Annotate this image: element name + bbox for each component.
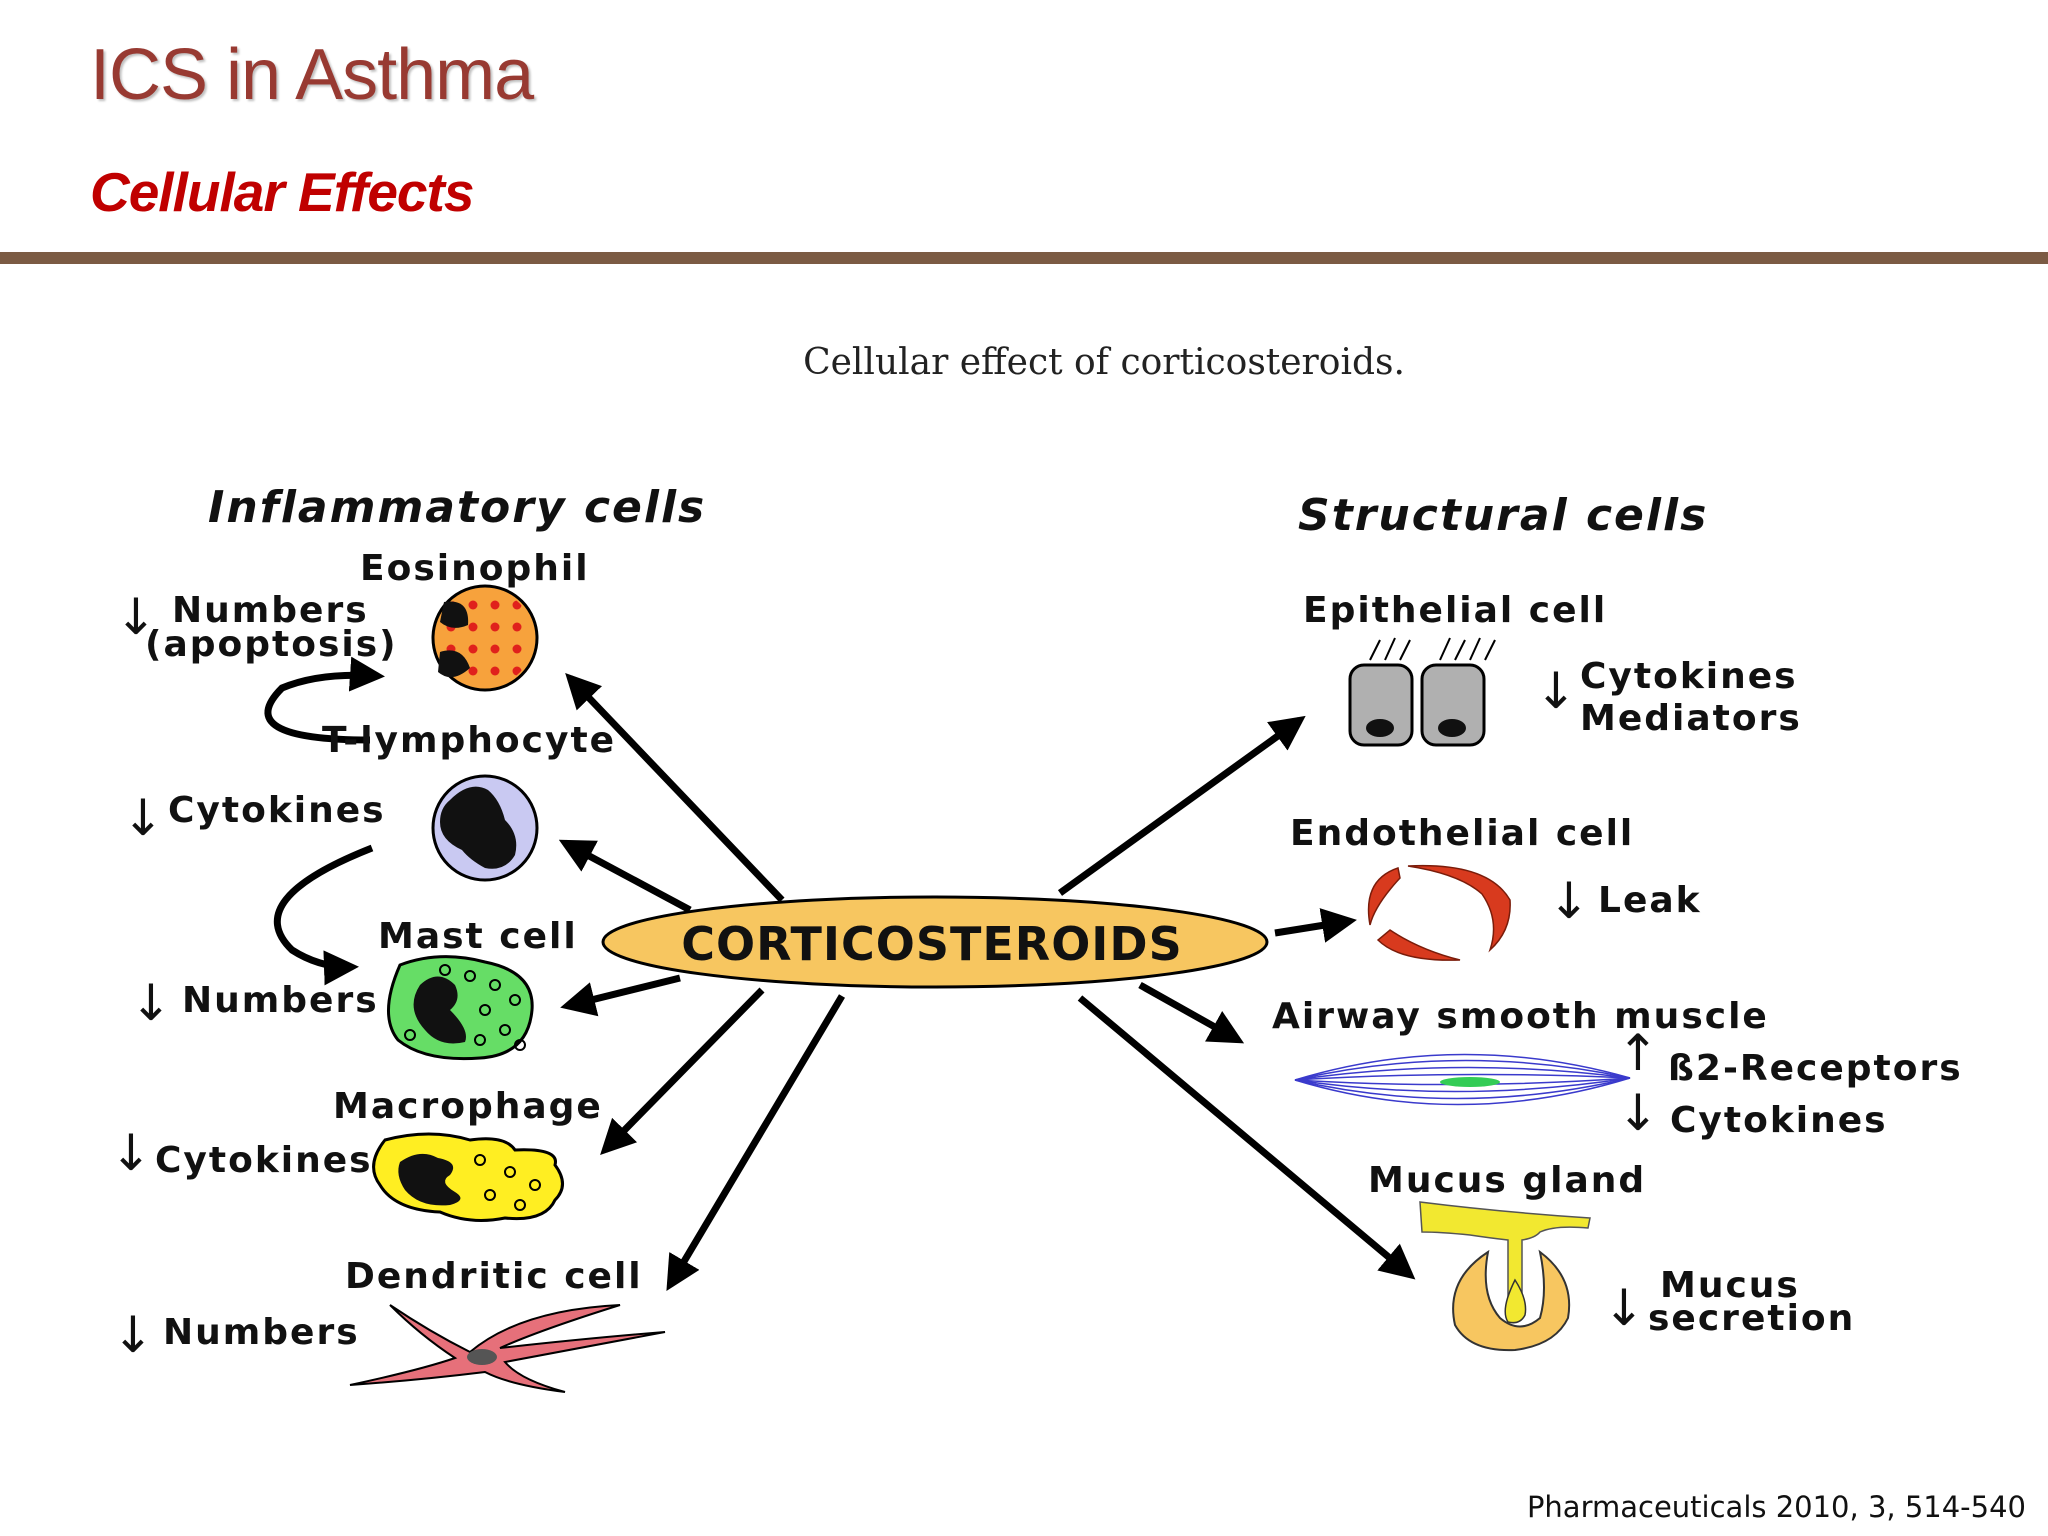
mucus-effect-line2: secretion bbox=[1648, 1298, 1855, 1339]
mast-cell-down-arrow: ↓ bbox=[130, 974, 172, 1032]
epithelial-effect-line2: Mediators bbox=[1580, 698, 1802, 739]
eosinophil-effect-line1: Numbers bbox=[172, 590, 369, 631]
corticosteroids-label: CORTICOSTEROIDS bbox=[681, 917, 1182, 971]
effect-arrows bbox=[264, 656, 1416, 1292]
t-lymphocyte-label: T-lymphocyte bbox=[322, 720, 616, 761]
mucus-effect-line1: Mucus bbox=[1660, 1265, 1800, 1306]
eosinophil-effect-line2: (apoptosis) bbox=[145, 624, 398, 665]
arrow-to-t-lymphocyte bbox=[558, 839, 692, 914]
t-lymphocyte-cell-icon bbox=[431, 774, 539, 882]
eosinophil-down-arrow: ↓ bbox=[115, 588, 157, 646]
figure-caption: Cellular effect of corticosteroids. bbox=[803, 342, 1405, 383]
arrow-tlymph-to-mast-cell bbox=[273, 844, 374, 986]
arrow-to-endothelial-cell bbox=[1274, 908, 1357, 943]
endothelial-down-arrow: ↓ bbox=[1548, 872, 1590, 930]
arrow-to-epithelial-cell bbox=[1057, 715, 1306, 896]
dendritic-cell-icon bbox=[349, 1304, 666, 1393]
t-lymphocyte-down-arrow: ↓ bbox=[122, 789, 164, 847]
mucus-gland-icon bbox=[1419, 1201, 1591, 1352]
mast-cell-icon bbox=[387, 955, 534, 1061]
mucus-down-arrow: ↓ bbox=[1603, 1279, 1645, 1337]
airway-smooth-muscle-label: Airway smooth muscle bbox=[1272, 996, 1769, 1037]
asm-down-arrow: ↓ bbox=[1617, 1084, 1659, 1142]
arrow-to-airway-smooth-muscle bbox=[1138, 981, 1245, 1044]
macrophage-cell-icon bbox=[372, 1132, 564, 1222]
arrow-tlymph-to-eosinophil bbox=[264, 656, 385, 744]
eosinophil-cell-icon bbox=[431, 584, 539, 692]
title-divider bbox=[0, 252, 2048, 264]
arrow-to-mast-cell bbox=[560, 974, 681, 1017]
slide-title: ICS in Asthma bbox=[90, 35, 534, 115]
macrophage-label: Macrophage bbox=[333, 1086, 603, 1127]
arrow-to-macrophage bbox=[600, 987, 765, 1155]
endothelial-effect: Leak bbox=[1598, 880, 1702, 921]
eosinophil-label: Eosinophil bbox=[360, 548, 590, 589]
asm-up-arrow: ↑ bbox=[1617, 1024, 1659, 1082]
mast-cell-label: Mast cell bbox=[378, 916, 578, 957]
epithelial-cell-label: Epithelial cell bbox=[1303, 590, 1607, 631]
arrow-to-mucus-gland bbox=[1077, 995, 1416, 1280]
epithelial-cell-icon bbox=[1348, 637, 1496, 747]
arrow-to-dendritic-cell bbox=[666, 994, 846, 1292]
structural-cells-header: Structural cells bbox=[1298, 490, 1708, 541]
dendritic-cell-down-arrow: ↓ bbox=[112, 1306, 154, 1364]
slide-subtitle: Cellular Effects bbox=[90, 161, 474, 223]
asm-effect-line1: ß2-Receptors bbox=[1668, 1048, 1963, 1089]
epithelial-down-arrow: ↓ bbox=[1535, 662, 1577, 720]
corticosteroids-ellipse bbox=[601, 895, 1269, 989]
asm-effect-line2: Cytokines bbox=[1670, 1100, 1888, 1141]
arrow-to-eosinophil bbox=[565, 672, 785, 903]
endothelial-cell-icon bbox=[1367, 864, 1511, 961]
macrophage-effect: Cytokines bbox=[155, 1140, 373, 1181]
dendritic-cell-label: Dendritic cell bbox=[345, 1256, 643, 1297]
endothelial-cell-label: Endothelial cell bbox=[1290, 813, 1634, 854]
inflammatory-cells-header: Inflammatory cells bbox=[208, 482, 706, 533]
dendritic-cell-effect: Numbers bbox=[163, 1312, 360, 1353]
airway-smooth-muscle-icon bbox=[1294, 1053, 1631, 1106]
macrophage-down-arrow: ↓ bbox=[110, 1124, 152, 1182]
mucus-gland-label: Mucus gland bbox=[1368, 1160, 1646, 1201]
epithelial-effect-line1: Cytokines bbox=[1580, 656, 1798, 697]
citation: Pharmaceuticals 2010, 3, 514-540 bbox=[1526, 1490, 2026, 1524]
mast-cell-effect: Numbers bbox=[182, 980, 379, 1021]
t-lymphocyte-effect: Cytokines bbox=[168, 790, 386, 831]
